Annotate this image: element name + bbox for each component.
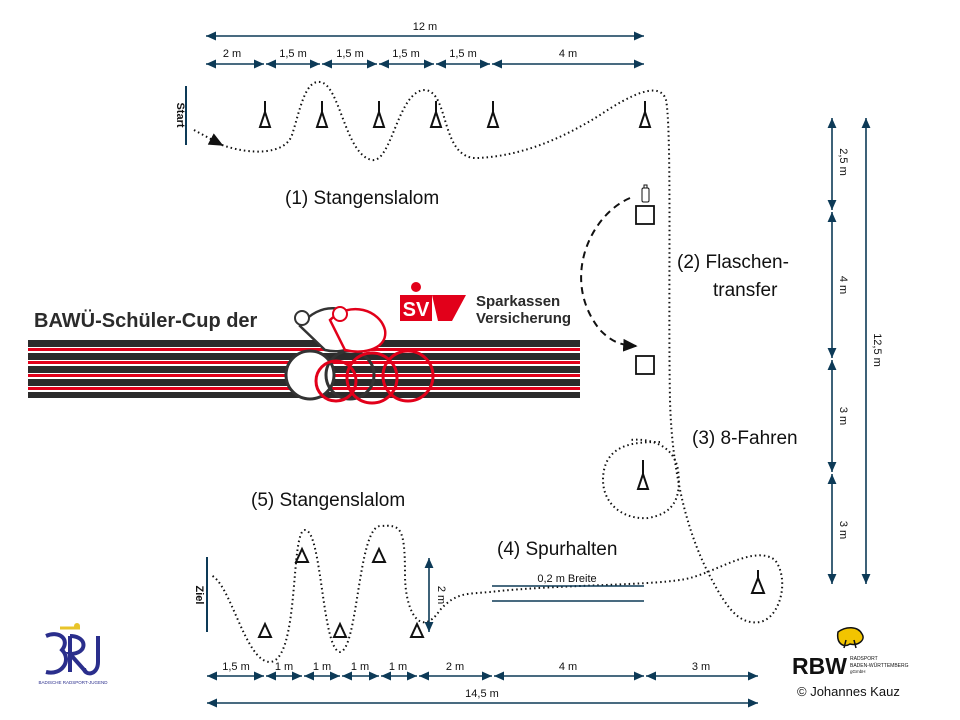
brj-logo: BADISCHE RADSPORT-JUGEND: [39, 623, 109, 685]
rbw-sub-1: RADSPORT: [850, 656, 878, 662]
pole-icon: [409, 621, 425, 638]
slalom-1-poles: [258, 101, 652, 128]
top-dim-2: 1,5 m: [279, 48, 307, 60]
station-2-label-a: (2) Flaschen-: [677, 252, 789, 273]
sponsor-line-1: Sparkassen: [476, 293, 560, 310]
pole-icon: [750, 570, 766, 594]
top-dim-6: 4 m: [559, 48, 577, 60]
bottom-dim-2: 1 m: [275, 661, 293, 673]
figure-eight-loop: [602, 438, 680, 520]
bottle-icon: [641, 184, 650, 203]
sponsor-mark: SV: [403, 299, 430, 321]
sponsor-line-2: Versicherung: [476, 310, 571, 327]
pole-icon: [294, 546, 310, 563]
bottle-transfer-arrow: [580, 197, 638, 352]
pole-icon: [429, 101, 443, 128]
right-dim-2: 4 m: [837, 276, 849, 294]
pole-icon: [486, 101, 500, 128]
pole-icon: [372, 101, 386, 128]
pole-icon: [636, 460, 650, 490]
top-dim-3: 1,5 m: [336, 48, 364, 60]
bottle-box-end: [635, 355, 655, 375]
pole-icon: [257, 621, 273, 638]
bottom-dim-1: 1,5 m: [222, 661, 250, 673]
right-total-dim: 12,5 m: [871, 333, 883, 367]
right-dim-3: 3 m: [837, 407, 849, 425]
brj-caption: BADISCHE RADSPORT-JUGEND: [39, 680, 109, 685]
rbw-sub-2: BADEN-WÜRTTEMBERG: [850, 662, 909, 669]
rbw-sub-3: gGmbH: [850, 669, 866, 674]
event-banner: BAWÜ-Schüler-Cup der SV Sparkassen Versi…: [28, 282, 580, 405]
rbw-wordmark: RBW: [792, 653, 847, 679]
station-3-label: (3) 8-Fahren: [692, 428, 798, 449]
bottom-dim-7: 4 m: [559, 661, 577, 673]
top-total-dim: 12 m: [413, 21, 437, 33]
top-dimensions: [206, 31, 644, 69]
lane-width-label: 0,2 m Breite: [537, 573, 596, 585]
bottom-dim-4: 1 m: [351, 661, 369, 673]
pole-icon: [638, 101, 652, 128]
pole-icon: [258, 101, 272, 128]
sparkasse-logo: SV: [400, 282, 466, 321]
bottom-total-dim: 14,5 m: [465, 688, 499, 700]
cyclists-illustration: [284, 306, 435, 405]
banner-title: BAWÜ-Schüler-Cup der: [34, 309, 258, 332]
bottom-dim-6: 2 m: [446, 661, 464, 673]
bottom-dimensions: [207, 671, 758, 708]
bottom-dim-8: 3 m: [692, 661, 710, 673]
finish-label: Ziel: [193, 586, 205, 605]
right-dim-1: 2,5 m: [837, 148, 849, 176]
bottom-dim-3: 1 m: [313, 661, 331, 673]
start-label: Start: [174, 102, 186, 127]
start-arrow: [193, 129, 224, 146]
top-dim-1: 2 m: [223, 48, 241, 60]
right-dim-4: 3 m: [837, 521, 849, 539]
station-5-label: (5) Stangenslalom: [251, 490, 405, 511]
bottle-box-start: [635, 205, 655, 225]
station-1-label: (1) Stangenslalom: [285, 188, 439, 209]
bottom-dim-5: 1 m: [389, 661, 407, 673]
pole-icon: [315, 101, 329, 128]
lion-icon: [836, 627, 864, 647]
rbw-logo: RBW RADSPORT BADEN-WÜRTTEMBERG gGmbH: [792, 627, 909, 679]
slalom-height-label: 2 m: [435, 586, 447, 604]
slalom-2-poles: [257, 546, 425, 638]
top-dim-5: 1,5 m: [449, 48, 477, 60]
copyright: © Johannes Kauz: [797, 684, 900, 699]
pole-icon: [371, 546, 387, 563]
right-dimensions: [827, 118, 871, 584]
station-2-label-b: transfer: [713, 280, 778, 301]
station-4-label: (4) Spurhalten: [497, 539, 617, 560]
pole-icon: [332, 621, 348, 638]
top-dim-4: 1,5 m: [392, 48, 420, 60]
